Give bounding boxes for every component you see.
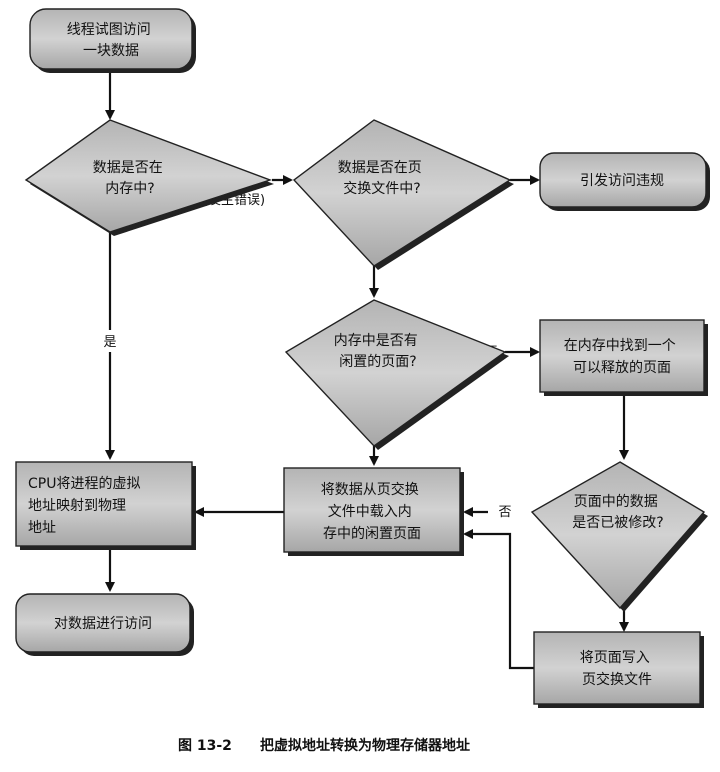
figure-caption: 图 13-2 把虚拟地址转换为物理存储器地址 [178, 737, 470, 754]
node-map-address: CPU将进程的虚拟 地址映射到物理 地址 [15, 461, 196, 550]
node-find-page: 在内存中找到一个 可以释放的页面 [539, 319, 708, 396]
decision-free-page: 内存中是否有 闲置的页面? [284, 299, 509, 450]
decision-in-memory: 数据是否在 内存中? [24, 119, 274, 236]
node-start: 线程试图访问 一块数据 [29, 8, 196, 73]
decision-page-modified: 页面中的数据 是否已被修改? [530, 461, 708, 612]
node-start-text: 线程试图访问 一块数据 [67, 22, 155, 59]
node-load-page: 将数据从页交换 文件中载入内 存中的闲置页面 [283, 467, 464, 556]
decision-in-memory-text: 数据是否在 内存中? [93, 160, 167, 197]
edges [105, 70, 629, 670]
node-access-violation-text: 引发访问违规 [580, 173, 664, 189]
edge-write-page-to-load-page [463, 529, 534, 670]
node-map-address-text: CPU将进程的虚拟 地址映射到物理 地址 [28, 476, 145, 536]
node-access-data: 对数据进行访问 [15, 593, 194, 656]
node-find-page-text: 在内存中找到一个 可以释放的页面 [564, 338, 680, 376]
figure-caption-label: 图 13-2 [178, 738, 232, 754]
figure-caption-text: 把虚拟地址转换为物理存储器地址 [260, 737, 470, 754]
decision-in-pagefile: 数据是否在页 交换文件中? [292, 119, 514, 270]
node-write-page: 将页面写入 页交换文件 [533, 631, 704, 708]
decision-page-modified-text: 页面中的数据 是否已被修改? [572, 494, 663, 531]
node-load-page-text: 将数据从页交换 文件中载入内 存中的闲置页面 [321, 481, 423, 542]
label-modified-no: 否 [498, 505, 511, 520]
label-in-memory-yes: 是 [103, 335, 116, 350]
node-access-violation: 引发访问违规 [539, 152, 710, 211]
node-access-data-text: 对数据进行访问 [54, 616, 152, 632]
node-write-page-text: 将页面写入 页交换文件 [580, 650, 654, 688]
decision-in-pagefile-text: 数据是否在页 交换文件中? [338, 160, 426, 197]
decision-free-page-text: 内存中是否有 闲置的页面? [334, 333, 422, 370]
